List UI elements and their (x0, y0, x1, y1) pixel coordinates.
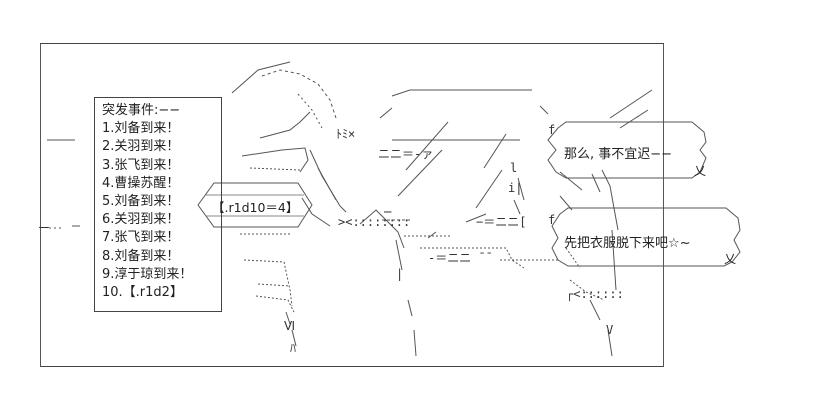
event-item: 6.关羽到来！ (102, 212, 180, 228)
aa-fragment-10: f (548, 123, 556, 137)
aa-fragment-4: −＝ニニ[ (476, 215, 527, 229)
aa-fragment-13: i| (508, 181, 523, 195)
aa-fragment-8: ﾊ (290, 341, 297, 355)
art-frame (40, 43, 664, 367)
speech-bubble-first: 那么, 事不宜迟−− (564, 147, 673, 162)
event-item: 5.刘备到来！ (102, 194, 180, 210)
aa-fragment-14: | (396, 267, 404, 281)
aa-fragment-9: V (606, 323, 614, 337)
aa-fragment-15: ─ (384, 205, 392, 219)
event-item: 10.【.r1d2】 (102, 285, 183, 301)
aa-fragment-3: ><:::::::: (338, 215, 411, 229)
event-item: 1.刘备到来！ (102, 121, 180, 137)
speech-bubble-second: 先把衣服脱下来吧☆~ (564, 236, 691, 251)
aa-fragment-2: ﾄﾐ× (336, 127, 356, 141)
speech-bubble-first-tail: 乂 (694, 164, 707, 178)
aa-fragment-12: l (510, 161, 518, 175)
dice-roll-label: 【.r1d10＝4】 (212, 200, 299, 215)
event-item: 9.淳于琼到来！ (102, 266, 193, 282)
aa-fragment-5: ‐＝ニニ ¯¯ (428, 251, 493, 265)
aa-fragment-16: ー (38, 221, 51, 235)
speech-bubble-second-tail: 乂 (724, 252, 737, 266)
event-item: 8.刘备到来！ (102, 248, 180, 264)
event-panel: 突发事件:−− 1.刘备到来！ 2.关羽到来！ 3.张飞到来！ 4.曹操苏醒！ … (94, 97, 222, 312)
aa-fragment-1: ニニ＝-ァ (378, 147, 434, 161)
aa-fragment-11: f (548, 213, 556, 227)
dice-roll-box: 【.r1d10＝4】 (198, 181, 310, 229)
event-item: 4.曹操苏醒！ (102, 175, 180, 191)
aa-fragment-7: Ⅵ (284, 319, 296, 333)
aa-fragment-6: ┌<:::::: (566, 287, 624, 301)
event-item: 2.关羽到来！ (102, 139, 180, 155)
event-item: 3.张飞到来！ (102, 157, 180, 173)
event-item: 7.张飞到来！ (102, 230, 180, 246)
event-panel-title: 突发事件:−− (102, 103, 181, 118)
